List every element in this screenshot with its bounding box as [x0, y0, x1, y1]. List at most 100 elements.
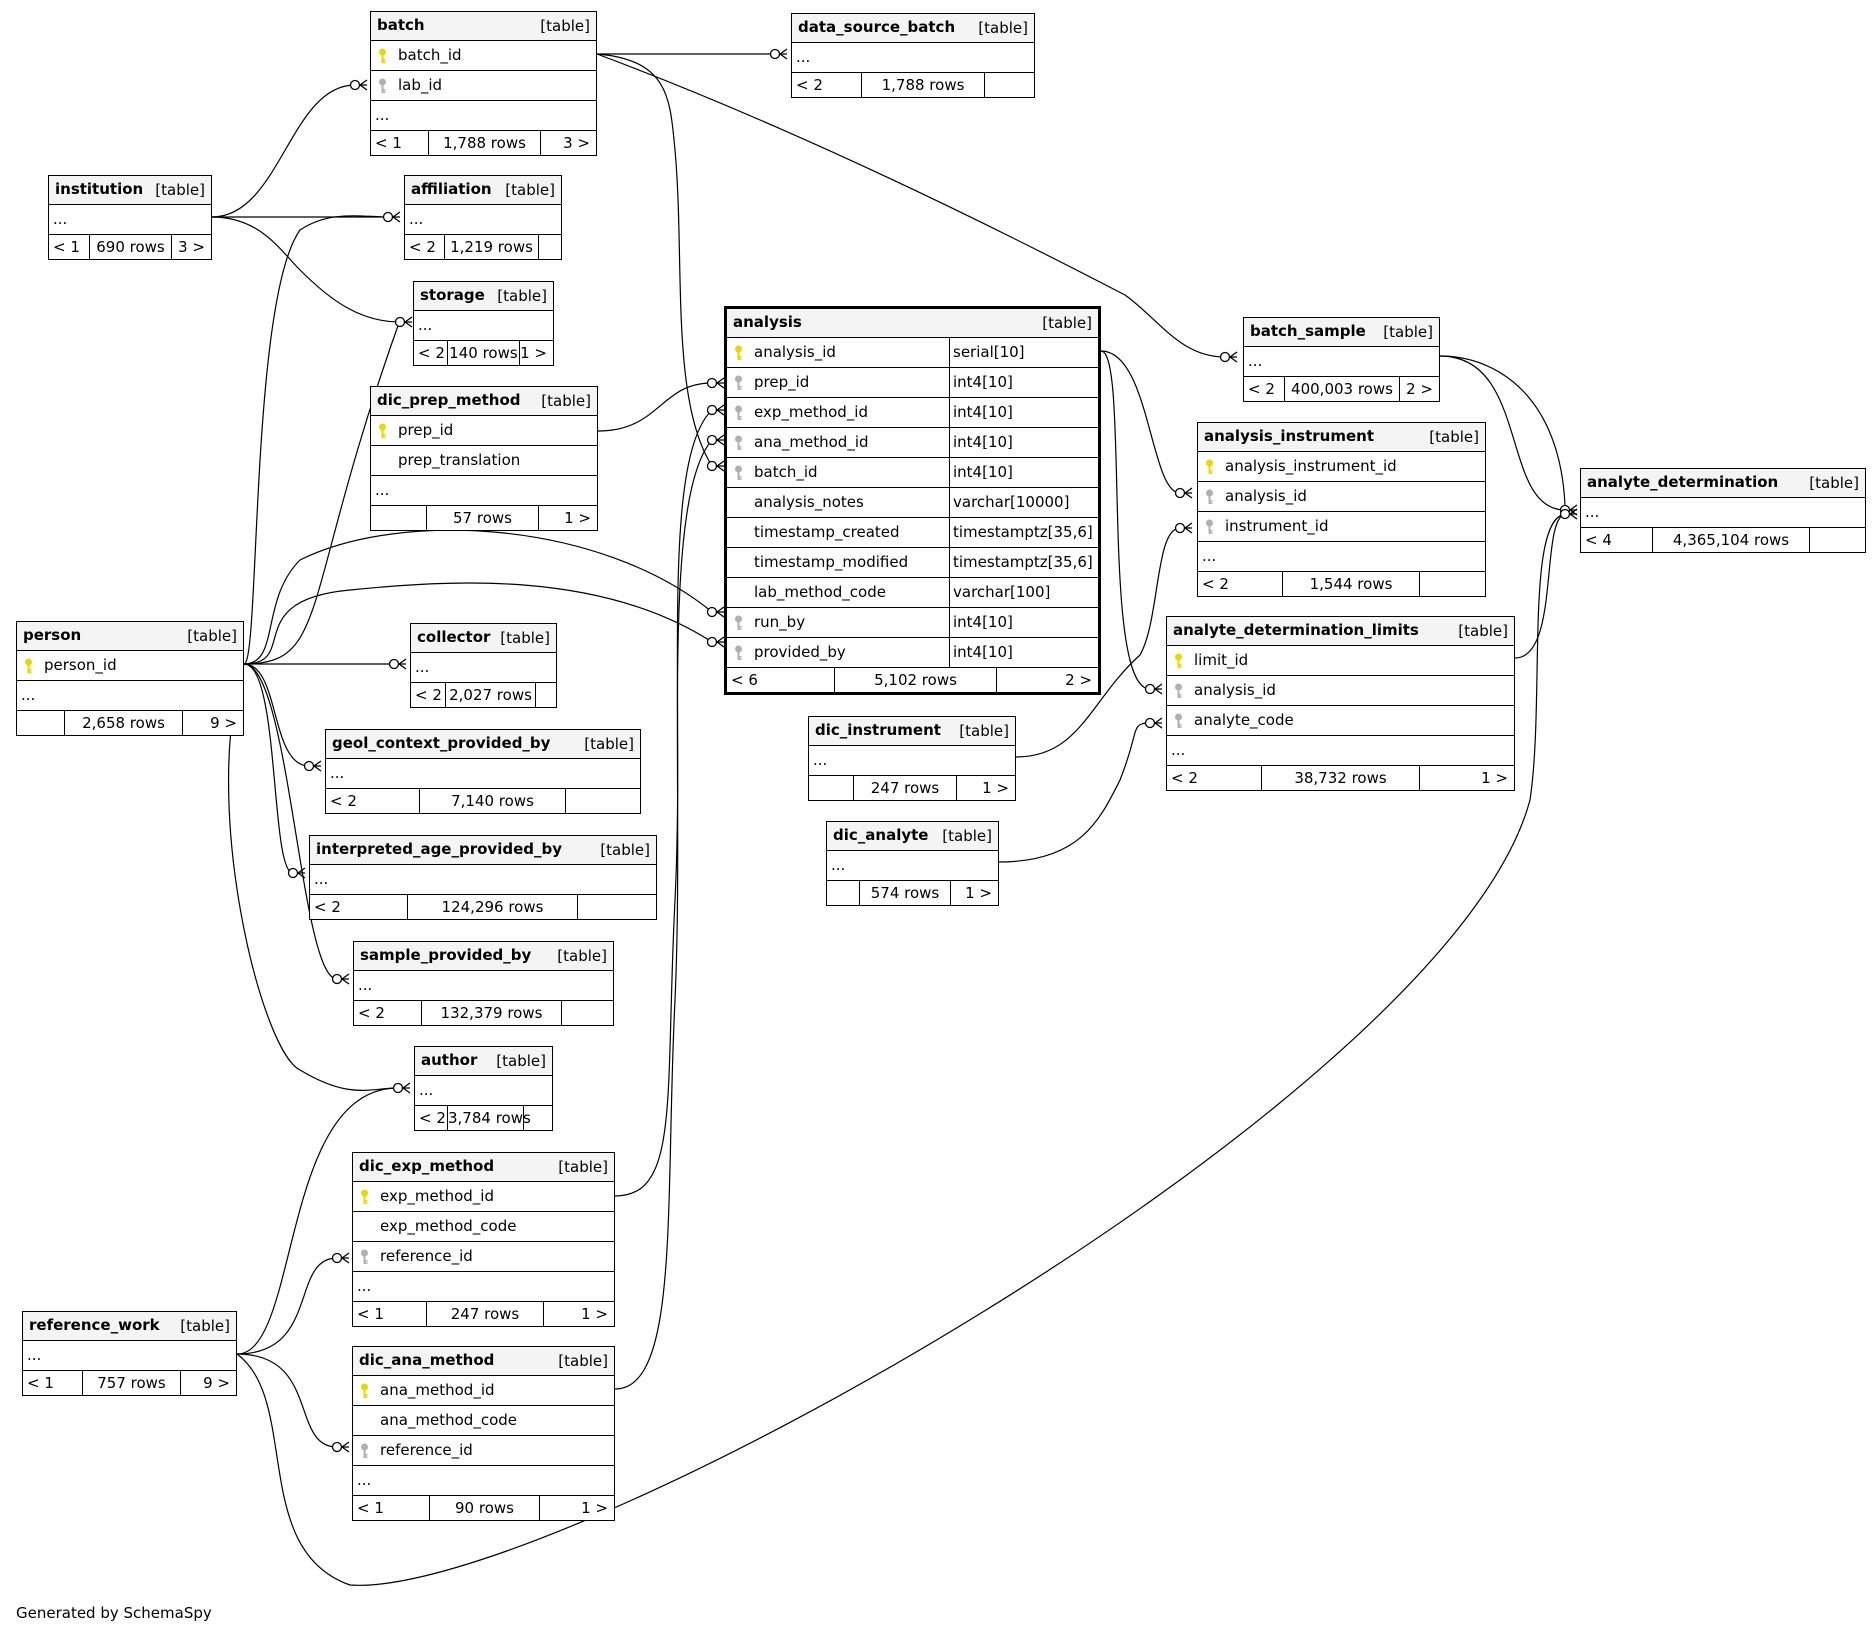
children-link[interactable]: 2 >	[1406, 380, 1433, 398]
parents-link[interactable]: < 2	[415, 1106, 448, 1130]
children-link[interactable]: 1 >	[581, 1499, 608, 1517]
row-count: 90 rows	[430, 1496, 540, 1520]
parents-link[interactable]: < 1	[353, 1496, 430, 1520]
children-link[interactable]	[566, 789, 640, 813]
column-row: ...	[411, 653, 556, 683]
table-header: analysis[table]	[727, 309, 1098, 338]
children-link[interactable]: 9 >	[210, 714, 237, 732]
children-link[interactable]: 3 >	[563, 134, 590, 152]
children-link[interactable]	[578, 895, 656, 919]
children-link[interactable]	[524, 1106, 552, 1130]
children-link[interactable]: 9 >	[203, 1374, 230, 1392]
column-name: reference_id	[380, 1441, 473, 1459]
table-header: dic_instrument[table]	[809, 717, 1015, 746]
table-interpreted-age-provided-by[interactable]: interpreted_age_provided_by[table]...< 2…	[309, 835, 657, 920]
parents-link[interactable]: < 2	[326, 789, 420, 813]
parents-link[interactable]: < 2	[792, 73, 862, 97]
parents-link[interactable]: < 2	[310, 895, 408, 919]
table-header: analyte_determination_limits[table]	[1167, 617, 1514, 646]
children-link[interactable]	[1810, 528, 1865, 552]
children-link[interactable]	[1420, 572, 1485, 596]
parents-link[interactable]: < 1	[353, 1302, 427, 1326]
parents-link[interactable]: < 2	[1198, 572, 1283, 596]
parents-link[interactable]: < 1	[23, 1371, 83, 1395]
relationship-edge	[243, 663, 294, 874]
table-name: data_source_batch	[798, 18, 956, 36]
relationship-edge	[243, 215, 391, 665]
optional-cardinality-marker	[394, 316, 406, 328]
children-link[interactable]: 2 >	[1065, 671, 1092, 689]
column-name: ...	[418, 316, 433, 334]
parents-link[interactable]	[827, 881, 860, 905]
parents-link[interactable]: < 2	[411, 683, 446, 707]
table-name: geol_context_provided_by	[332, 734, 551, 752]
parents-link[interactable]: < 1	[49, 235, 90, 259]
table-name: collector	[417, 628, 491, 646]
table-name: reference_work	[29, 1316, 160, 1334]
column-name: ...	[813, 751, 828, 769]
parents-link[interactable]: < 6	[727, 668, 835, 692]
relationship-edge	[228, 663, 399, 1091]
parents-link[interactable]	[809, 776, 854, 800]
table-type-label: [table]	[540, 17, 590, 35]
column-type: int4[10]	[949, 608, 1098, 637]
column-name: batch_id	[754, 463, 818, 481]
relationship-edge	[1439, 355, 1566, 511]
children-link[interactable]: 1 >	[520, 344, 547, 362]
children-link[interactable]	[536, 683, 556, 707]
parents-link[interactable]: < 2	[1167, 766, 1262, 790]
table-type-label: [table]	[155, 181, 205, 199]
parents-link[interactable]: < 2	[354, 1001, 422, 1025]
column-name: ...	[53, 210, 68, 228]
table-analysis-instrument[interactable]: analysis_instrument[table]analysis_instr…	[1197, 422, 1486, 597]
parents-link[interactable]: < 2	[1244, 377, 1285, 401]
column-name: lab_method_code	[754, 583, 886, 601]
parents-link[interactable]: < 4	[1581, 528, 1653, 552]
column-row: instrument_id	[1198, 512, 1485, 542]
row-count: 132,379 rows	[422, 1001, 562, 1025]
parents-link[interactable]	[371, 506, 427, 530]
row-count: 400,003 rows	[1285, 377, 1400, 401]
children-link[interactable]	[562, 1001, 613, 1025]
children-link[interactable]: 3 >	[178, 238, 205, 256]
children-link[interactable]	[985, 73, 1034, 97]
many-cardinality-marker	[779, 48, 788, 60]
column-name: ...	[409, 210, 424, 228]
parents-link[interactable]: < 1	[371, 131, 429, 155]
children-link[interactable]: 1 >	[1481, 769, 1508, 787]
children-link[interactable]: 1 >	[965, 884, 992, 902]
table-analyte-determination-limits[interactable]: analyte_determination_limits[table]limit…	[1166, 616, 1515, 791]
children-link[interactable]: 1 >	[564, 509, 591, 527]
column-name: ...	[831, 856, 846, 874]
children-link[interactable]	[539, 235, 561, 259]
table-type-label: [table]	[584, 735, 634, 753]
column-row: ...	[371, 476, 597, 506]
parents-link[interactable]	[17, 711, 65, 735]
parents-link[interactable]: < 2	[405, 235, 445, 259]
children-link[interactable]: 1 >	[982, 779, 1009, 797]
children-link[interactable]: 1 >	[581, 1305, 608, 1323]
parents-link[interactable]: < 2	[414, 341, 448, 365]
